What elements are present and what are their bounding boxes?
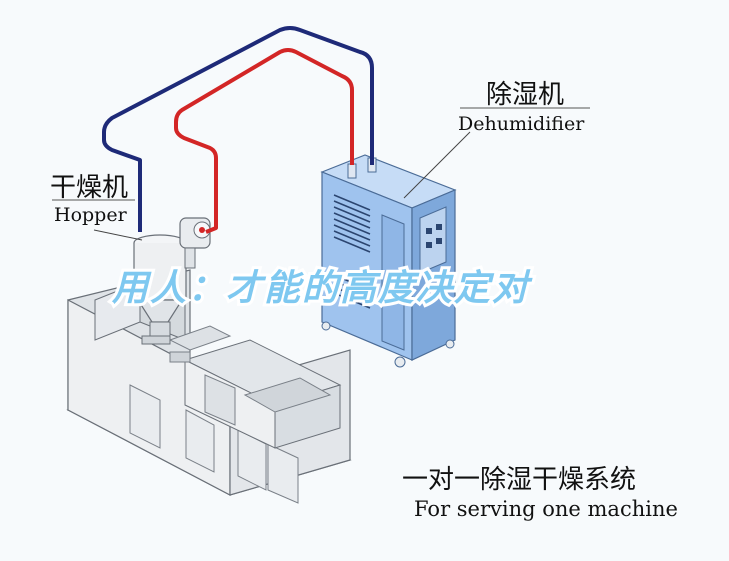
hopper-label-zh: 干燥机 bbox=[50, 173, 128, 203]
dry-air-line bbox=[102, 26, 374, 232]
return-air-line bbox=[174, 48, 354, 234]
hopper-dryer bbox=[93, 217, 211, 345]
caption-zh: 一对一除湿干燥系统 bbox=[402, 465, 636, 495]
overlay-banner: 用人：才能的高度决定对 bbox=[111, 268, 533, 309]
caption-en: For serving one machine bbox=[414, 497, 678, 521]
dehumidifier-label-zh: 除湿机 bbox=[486, 80, 564, 110]
dehumidifier-label-en: Dehumidifier bbox=[458, 113, 585, 135]
hopper-label-en: Hopper bbox=[54, 204, 128, 226]
dehumidifier-unit bbox=[320, 131, 471, 368]
